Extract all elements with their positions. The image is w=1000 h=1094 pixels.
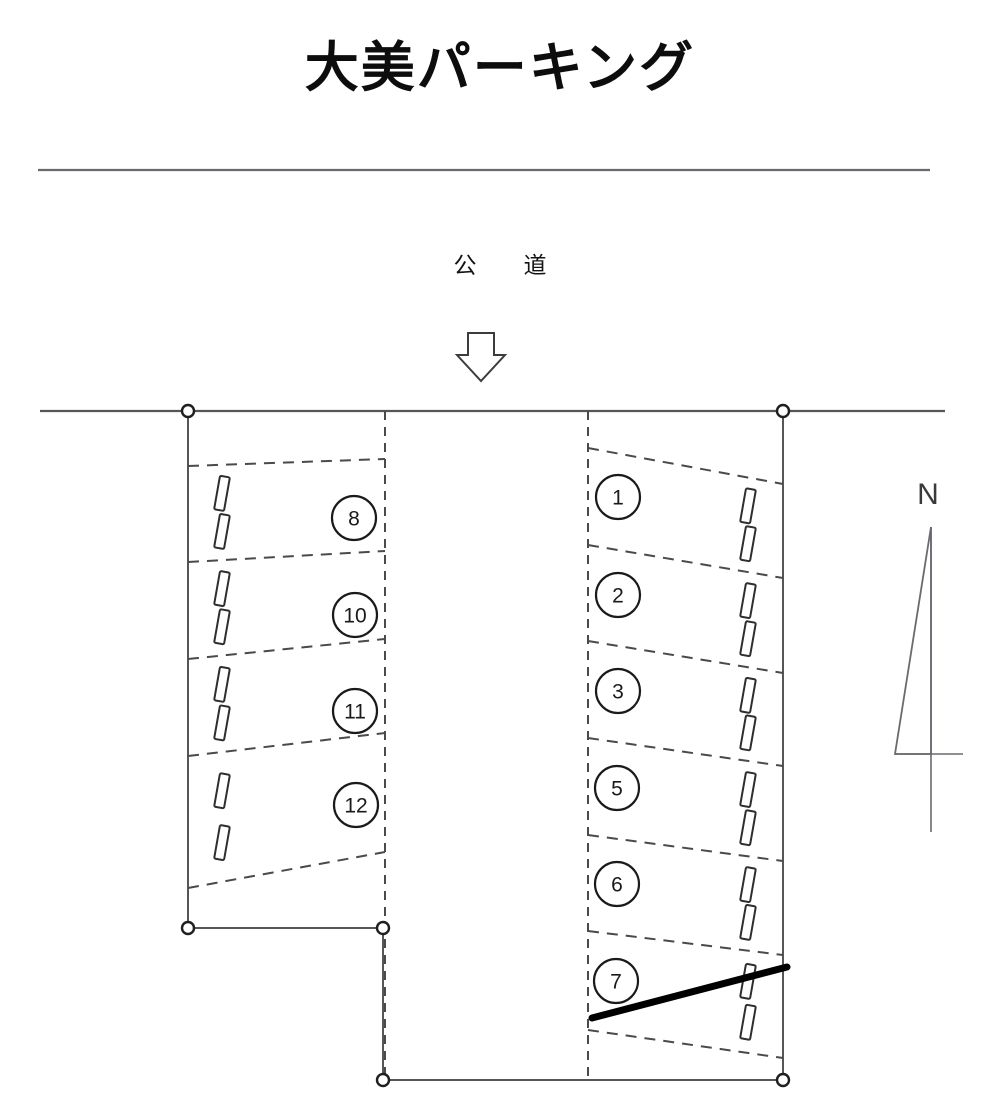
wheel-stop-marker (213, 824, 231, 861)
stall-divider-line (187, 550, 386, 563)
boundary-marker-icon (375, 920, 391, 936)
east-parking-block: 1 2 3 5 6 7 (382, 411, 784, 1081)
access-driveway-line (588, 963, 791, 1022)
north-label: N (917, 478, 939, 511)
wheel-stop-marker (739, 487, 757, 525)
wheel-stop-marker (213, 665, 231, 703)
west-stall-number-badges: 8 10 11 12 (330, 494, 380, 829)
boundary-marker-icon (375, 1072, 391, 1088)
stall-divider-line (187, 638, 386, 660)
wheel-stop-marker (739, 676, 757, 714)
public-road-label: 公 道 (453, 253, 559, 279)
wheel-stop-marker (739, 714, 757, 752)
stall-divider-line (587, 447, 784, 485)
stall-badge-circle (593, 860, 641, 908)
stall-badge-circle (330, 494, 378, 542)
wheel-stop-marker (213, 570, 231, 608)
stall-number-text: 11 (344, 701, 366, 724)
east-stall-number-badges: 1 2 3 5 6 7 (592, 473, 642, 1005)
stall-badge-circle (331, 591, 379, 639)
left-stall-11[interactable]: 11 (331, 687, 379, 735)
stall-divider-line (587, 1029, 784, 1059)
stall-number-text: 6 (611, 874, 623, 897)
boundary-markers (180, 403, 791, 1088)
stall-badge-circle (592, 957, 640, 1005)
stall-badge-circle (593, 764, 641, 812)
stall-divider-line (187, 458, 386, 467)
west-stall-dividers (187, 458, 386, 889)
boundary-marker-icon (775, 1072, 791, 1088)
stall-divider-line (187, 732, 386, 757)
right-stall-7[interactable]: 7 (592, 957, 640, 1005)
right-stall-5[interactable]: 5 (593, 764, 641, 812)
wheel-stop-marker (739, 809, 757, 847)
stall-badge-circle (332, 781, 380, 829)
boundary-marker-icon (180, 920, 196, 936)
stall-number-text: 1 (612, 487, 624, 510)
right-stall-3[interactable]: 3 (594, 667, 642, 715)
wheel-stop-marker (739, 620, 757, 658)
right-stall-6[interactable]: 6 (593, 860, 641, 908)
left-stall-8[interactable]: 8 (330, 494, 378, 542)
right-stall-1[interactable]: 1 (594, 473, 642, 521)
stall-badge-circle (594, 473, 642, 521)
stall-divider-line (187, 851, 386, 889)
left-stall-12[interactable]: 12 (332, 781, 380, 829)
wheel-stop-marker (739, 582, 757, 619)
wheel-stop-marker (213, 513, 231, 550)
stall-divider-line (587, 834, 784, 862)
wheel-stop-marker (739, 1003, 757, 1041)
wheel-stop-marker (213, 474, 231, 512)
east-wheel-stops (739, 487, 757, 1041)
stall-badge-circle (331, 687, 379, 735)
stall-badge-circle (594, 667, 642, 715)
wheel-stop-marker (213, 704, 231, 742)
stall-divider-line (587, 930, 784, 956)
page-title: 大美パーキング (304, 36, 696, 99)
stall-number-text: 10 (343, 605, 366, 628)
stall-divider-line (587, 640, 784, 674)
down-arrow-icon (454, 332, 508, 383)
wheel-stop-marker (213, 608, 231, 646)
right-stall-2[interactable]: 2 (594, 571, 642, 619)
west-parking-block: 8 10 11 12 (187, 411, 386, 1080)
boundary-marker-icon (775, 403, 791, 419)
east-stall-dividers (587, 447, 784, 1059)
stall-number-text: 3 (612, 681, 624, 704)
stall-number-text: 2 (612, 585, 624, 608)
stall-number-text: 12 (344, 795, 367, 818)
wheel-stop-marker (739, 866, 757, 904)
west-wheel-stops (213, 474, 231, 861)
wheel-stop-marker (213, 772, 231, 810)
boundary-marker-icon (180, 403, 196, 419)
stall-divider-line (587, 737, 784, 767)
stall-badge-circle (594, 571, 642, 619)
north-arrow-icon (893, 526, 963, 832)
stall-divider-line (587, 544, 784, 579)
wheel-stop-marker (739, 525, 757, 563)
left-stall-10[interactable]: 10 (331, 591, 379, 639)
stall-number-text: 8 (348, 508, 360, 531)
stall-number-text: 5 (611, 778, 623, 801)
wheel-stop-marker (739, 771, 757, 808)
wheel-stop-marker (739, 903, 757, 941)
stall-number-text: 7 (610, 971, 622, 994)
